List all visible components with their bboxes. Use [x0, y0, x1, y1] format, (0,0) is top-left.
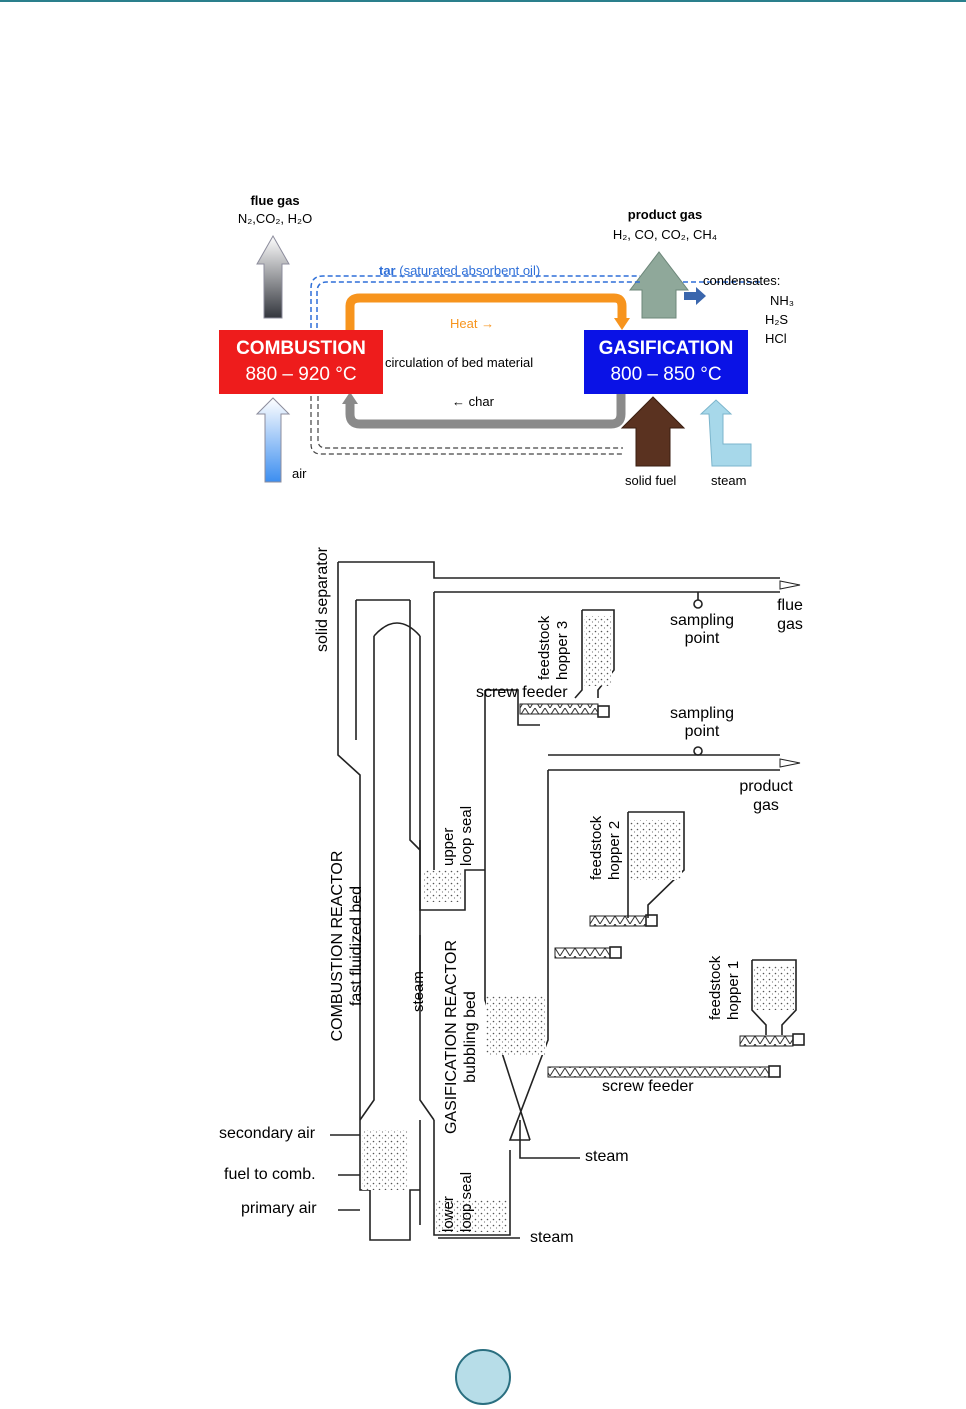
screw-feeder-top-label: screw feeder: [476, 684, 568, 701]
gasification-box: GASIFICATION 800 – 850 °C: [584, 330, 748, 394]
primary-air-label: primary air: [241, 1200, 317, 1217]
hopper-3-line2: hopper 3: [554, 620, 571, 680]
gasification-temp: 800 – 850 °C: [610, 364, 722, 385]
steam-right-label: steam: [585, 1148, 629, 1165]
solid-separator-label: solid separator: [314, 547, 331, 652]
gasification-reactor-title: GASIFICATION REACTOR: [443, 939, 460, 1135]
tar-line: [316, 281, 640, 328]
steam-mid-label: steam: [410, 971, 427, 1012]
flue-gas-outlet-line1: flue: [777, 597, 803, 614]
sampling-point-2-line2: point: [684, 723, 720, 740]
sampling-point-2-line1: sampling: [669, 705, 735, 722]
product-gas-title: product gas: [627, 207, 703, 222]
page-number-badge: [455, 1349, 511, 1405]
lower-loop-seal-line1: lower: [440, 1196, 457, 1232]
screw-feeder-bottom-label: screw feeder: [602, 1078, 694, 1095]
hopper-1-line1: feedstock: [707, 955, 724, 1020]
hopper-3-line1: feedstock: [536, 615, 553, 680]
hopper-1-line2: hopper 1: [725, 960, 742, 1020]
condensates-arrow: [684, 287, 706, 305]
page-header-rule: [0, 0, 966, 2]
return-dashed-line: [310, 396, 623, 455]
reactor-schematic: [330, 561, 805, 1241]
steam-arrow: [699, 399, 752, 467]
upper-loop-seal-line2: loop seal: [458, 805, 475, 866]
product-gas-outlet-line2: gas: [753, 797, 779, 814]
sampling-point-1-line2: point: [684, 630, 720, 647]
combustion-temp: 880 – 920 °C: [245, 364, 357, 385]
combustion-label: COMBUSTION: [236, 338, 366, 359]
condensate-h2s: H₂S: [765, 312, 789, 327]
upper-loop-seal-line1: upper: [440, 827, 457, 866]
tar-label: tar: [379, 263, 396, 278]
lower-loop-seal-line2: loop seal: [458, 1171, 475, 1232]
air-label: air: [292, 466, 307, 481]
char-label: ← char: [452, 394, 494, 409]
steam-label: steam: [711, 473, 747, 488]
solid-fuel-label: solid fuel: [625, 473, 677, 488]
product-gas-arrow: [628, 251, 690, 319]
flue-gas-title: flue gas: [250, 193, 300, 208]
circulation-label: circulation of bed material: [385, 355, 534, 370]
combustion-reactor-title: COMBUSTION REACTOR: [329, 850, 346, 1042]
condensates-title: condensates:: [703, 273, 781, 288]
combustion-box: COMBUSTION 880 – 920 °C: [219, 330, 383, 394]
heat-label: Heat →: [450, 316, 495, 331]
flue-gas-arrow: [256, 234, 290, 319]
flue-gas-outlet-line2: gas: [777, 616, 803, 633]
fuel-to-comb-label: fuel to comb.: [224, 1166, 316, 1183]
condensate-hcl: HCl: [765, 331, 787, 346]
secondary-air-label: secondary air: [219, 1125, 316, 1142]
product-gas-formula: H₂, CO, CO₂, CH₄: [612, 227, 718, 242]
air-arrow: [255, 397, 291, 483]
solid-fuel-arrow: [620, 396, 686, 467]
product-gas-outlet-line1: product: [739, 778, 793, 795]
hopper-2-line2: hopper 2: [606, 820, 623, 880]
heat-arrow: [345, 293, 627, 330]
top-process-diagram: [255, 234, 762, 483]
char-arrow: [345, 394, 626, 429]
sampling-point-1-line1: sampling: [669, 612, 735, 629]
hopper-2-line1: feedstock: [588, 815, 605, 880]
combustion-reactor-subtitle: fast fluidized bed: [348, 885, 365, 1007]
gasification-label: GASIFICATION: [598, 338, 734, 359]
gasification-reactor-subtitle: bubbling bed: [462, 991, 479, 1083]
steam-bottom-label: steam: [530, 1229, 574, 1246]
tar-note: (saturated absorbent oil): [399, 263, 541, 278]
flue-gas-formula: N₂,CO₂, H₂O: [237, 211, 313, 226]
condensate-nh3: NH₃: [770, 293, 795, 308]
